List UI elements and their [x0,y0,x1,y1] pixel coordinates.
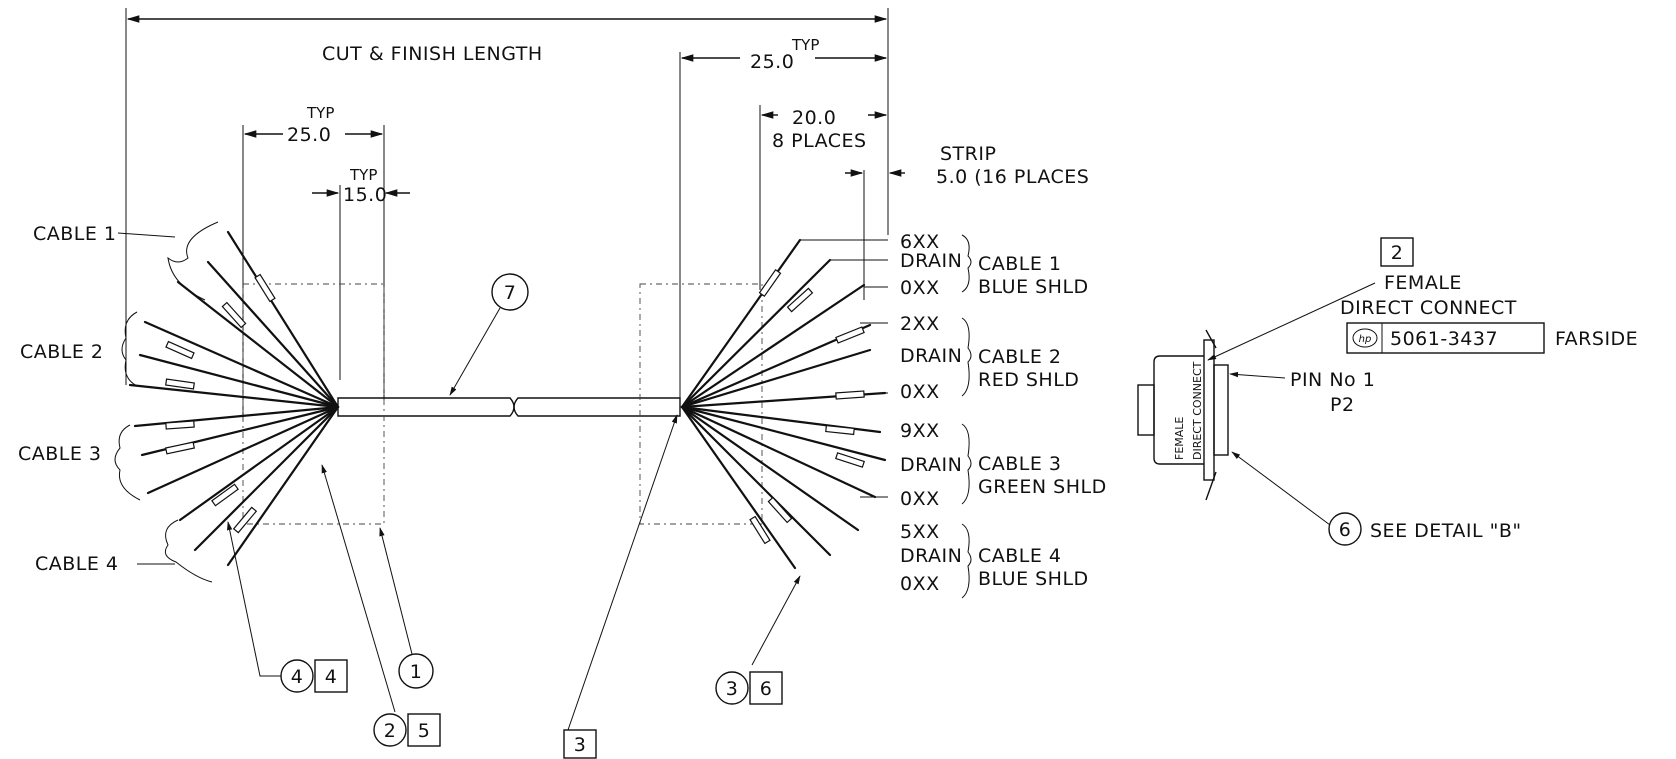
right-construction-box [639,283,763,525]
connector-farside: FARSIDE [1555,328,1638,350]
connector-body-label-1: FEMALE [1173,417,1186,460]
pair-places: 8 PLACES [772,130,867,152]
main-cable-jacket [337,397,681,417]
wire-3-mid: DRAIN [900,454,962,476]
left-strip-dimension: TYP 15.0 [312,166,410,380]
connector-p2: 2 FEMALE DIRECT CONNECT hp 5061-3437 FAR… [1137,237,1638,546]
wire-2-shield: RED SHLD [978,369,1079,391]
box-2-text: 2 [1391,242,1404,264]
wire-1-shield: BLUE SHLD [978,276,1089,298]
bubble-7-text: 7 [504,282,517,304]
wire-3-bot: 0XX [900,488,940,510]
connector-female: FEMALE [1384,272,1462,294]
wire-2-bot: 0XX [900,381,940,403]
left-length-b: 15.0 [343,184,387,206]
left-typ-note-a: TYP [306,104,334,122]
pair-length-dimension: 20.0 8 PLACES [759,105,888,290]
bubble-4-text: 4 [291,666,304,688]
bubble-3-text: 3 [726,678,739,700]
right-typ-note: TYP [791,36,819,54]
strip-label: STRIP [940,143,996,165]
left-cable-2-label: CABLE 2 [20,341,104,363]
box-3-text: 3 [574,734,587,756]
wire-4-cable: CABLE 4 [978,545,1062,567]
callout-7: 7 [449,273,529,396]
bubble-1-text: 1 [410,661,423,683]
left-typ-note-b: TYP [349,166,377,184]
wire-4-bot: 0XX [900,573,940,595]
left-wire-fan [128,230,340,567]
wire-1-mid: DRAIN [900,250,962,272]
wire-3-shield: GREEN SHLD [978,476,1107,498]
right-typ-length: 25.0 [750,51,794,73]
connector-part-number: 5061-3437 [1390,328,1498,350]
wire-4-mid: DRAIN [900,545,962,567]
right-wire-labels: 6XX DRAIN 0XX CABLE 1 BLUE SHLD 2XX DRAI… [800,231,1107,599]
callout-1: 1 [379,527,434,689]
connector-pin-label: PIN No 1 [1290,369,1375,391]
pair-length: 20.0 [792,107,836,129]
box-5-text: 5 [418,720,431,742]
callout-3-6: 3 6 [715,575,801,705]
right-typ-dimension: 25.0 TYP [679,36,888,400]
wire-2-mid: DRAIN [900,345,962,367]
callout-2-5: 2 5 [321,464,441,747]
wire-1-bot: 0XX [900,277,940,299]
callout-box-3: 3 [563,414,678,759]
left-cable-1-label: CABLE 1 [33,223,117,245]
connector-see-detail: SEE DETAIL "B" [1370,520,1522,542]
left-cable-4-label: CABLE 4 [35,553,119,575]
overall-dimension: CUT & FINISH LENGTH [125,8,889,385]
left-construction-box [242,283,385,525]
wire-4-shield: BLUE SHLD [978,568,1089,590]
wire-2-cable: CABLE 2 [978,346,1062,368]
box-4-text: 4 [325,666,338,688]
right-wire-fan [680,238,887,570]
left-cable-3-label: CABLE 3 [18,443,102,465]
strip-value: 5.0 (16 PLACES [936,166,1089,188]
callout-4-4: 4 4 [227,521,348,693]
connector-ref: P2 [1330,394,1355,416]
bubble-6-text: 6 [1339,519,1352,541]
hp-logo: hp [1359,334,1372,345]
left-length-a: 25.0 [287,124,331,146]
wire-4-top: 5XX [900,521,940,543]
left-cable-labels: CABLE 1 CABLE 2 CABLE 3 CABLE 4 [18,221,219,583]
connector-body-label-2: DIRECT CONNECT [1191,361,1204,460]
wire-1-top: 6XX [900,231,940,253]
overall-length-label: CUT & FINISH LENGTH [322,43,543,65]
connector-direct-connect: DIRECT CONNECT [1340,297,1517,319]
strip-dimension: STRIP 5.0 (16 PLACES [845,143,1089,300]
left-breakout-dimension: TYP 25.0 [242,104,385,420]
wire-1-cable: CABLE 1 [978,253,1062,275]
wire-3-top: 9XX [900,420,940,442]
wire-2-top: 2XX [900,313,940,335]
box-6-text: 6 [760,678,773,700]
bubble-2-text: 2 [384,720,397,742]
wire-3-cable: CABLE 3 [978,453,1062,475]
